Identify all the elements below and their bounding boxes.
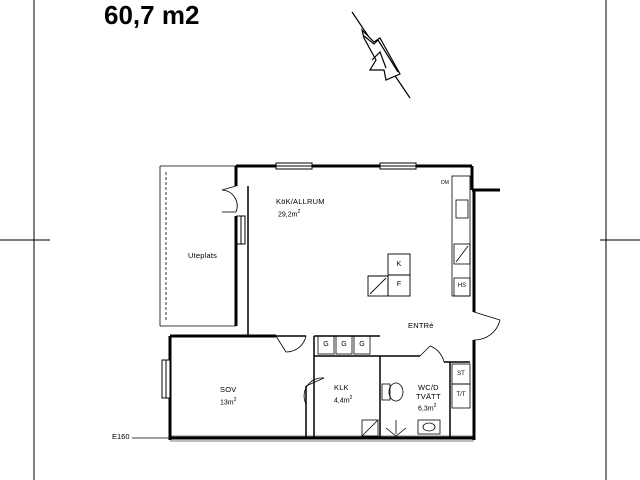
fixture-g2-label: G [341,341,347,348]
north-arrow-icon [351,11,411,99]
room-area-wc: 6,3m2 [418,403,437,413]
fixture-tt-label: T/T [456,392,466,398]
room-label-kitchen: KöK/ALLRUM [276,197,325,206]
bottom-wall-hatch [170,435,474,442]
fixture-st-label: ST [457,371,465,377]
wc-fixtures [361,363,471,437]
room-area-bedroom: 13m2 [220,397,237,407]
kitchen-island [367,253,411,297]
fixture-g1-label: G [323,341,329,348]
fixture-k-label: K [396,261,402,268]
patio-outline [159,165,236,327]
total-area-heading: 60,7 m2 [104,0,200,30]
exterior-walls [168,164,500,440]
storage-boxes [317,335,371,355]
fixture-dm-label: DM [441,180,449,186]
room-label-wc: WC/D [418,383,439,392]
doors [221,185,501,405]
elevation-label: E160 [112,432,130,441]
room-label-bedroom: SOV [220,385,237,394]
room-area-kitchen: 29,2m2 [278,209,301,219]
fixture-hs-label: HS [457,283,467,289]
room-label-patio: Uteplats [188,251,218,260]
room-area-closet: 4,4m2 [334,395,353,405]
room-label-closet: KLK [334,383,349,392]
windows [161,162,417,399]
fixture-f-label: F [396,281,402,288]
fixture-g3-label: G [359,341,365,348]
room-label-laundry: TVÄTT [416,392,441,401]
kitchen-counter [451,175,471,297]
room-label-entry: ENTRé [408,321,434,330]
